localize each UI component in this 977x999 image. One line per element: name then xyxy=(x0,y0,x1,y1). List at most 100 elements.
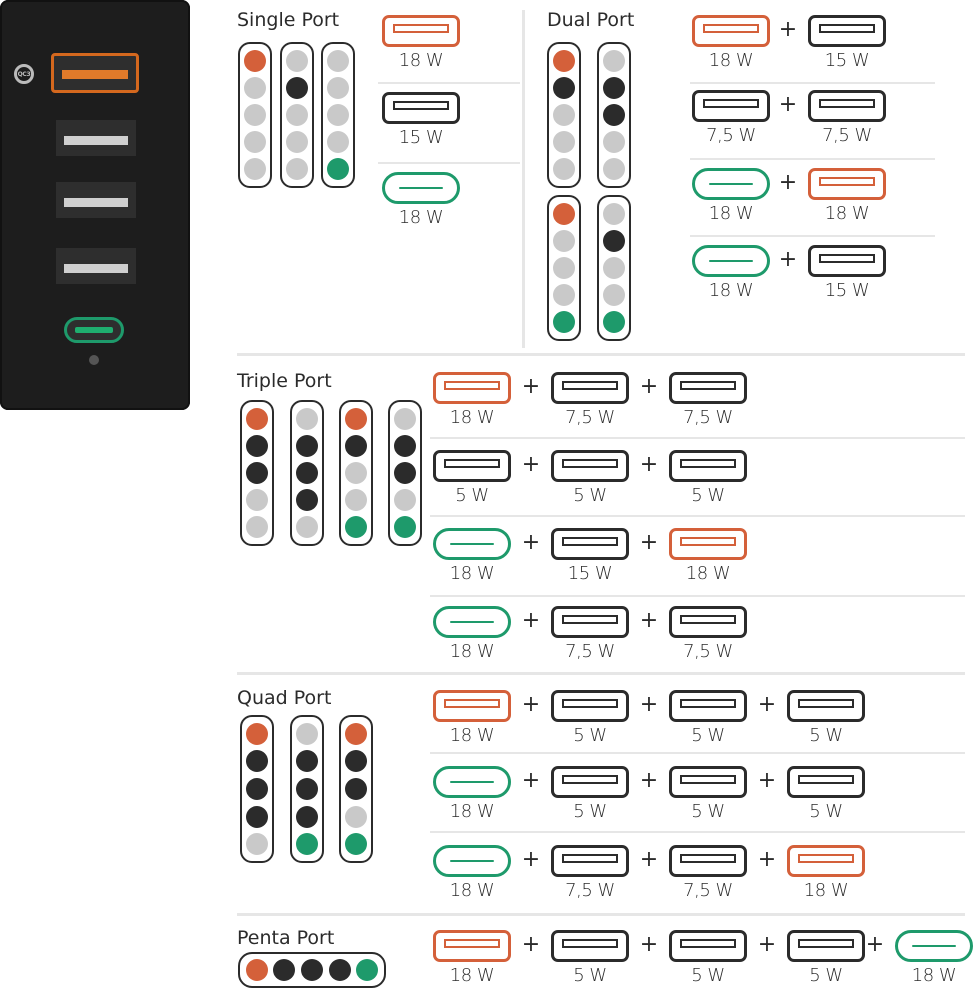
row-divider xyxy=(378,162,520,164)
wattage-label: 18 W xyxy=(449,880,495,901)
led-black xyxy=(328,959,351,981)
wattage-label: 15 W xyxy=(567,563,613,584)
led-black xyxy=(603,229,625,252)
led-black xyxy=(603,76,625,99)
port-connector xyxy=(562,854,618,863)
led-gray xyxy=(286,103,308,126)
wattage-label: 5 W xyxy=(809,965,843,986)
wattage-label: 5 W xyxy=(809,725,843,746)
plus-sign: + xyxy=(639,374,659,399)
usb-a-black-icon xyxy=(551,528,629,560)
plus-sign: + xyxy=(521,374,541,399)
wattage-label: 5 W xyxy=(691,965,725,986)
wattage-label: 7,5 W xyxy=(706,125,756,146)
plus-sign: + xyxy=(521,530,541,555)
led-gray xyxy=(244,158,266,181)
led-gray xyxy=(327,76,349,99)
charger-device: QC3 xyxy=(0,0,190,410)
port-connector xyxy=(680,459,736,468)
led-black xyxy=(296,777,318,800)
plus-sign: + xyxy=(521,452,541,477)
led-indicator-column xyxy=(339,715,373,863)
led-orange xyxy=(246,407,268,430)
usb-c-green-icon xyxy=(433,528,511,560)
led-green xyxy=(296,833,318,856)
charger-usb-a-port xyxy=(56,120,136,156)
wattage-label: 15 W xyxy=(398,127,444,148)
led-indicator-column xyxy=(597,195,631,341)
wattage-label: 18 W xyxy=(824,203,870,224)
wattage-label: 7,5 W xyxy=(683,407,733,428)
plus-sign: + xyxy=(639,768,659,793)
led-gray xyxy=(345,461,367,484)
led-gray xyxy=(553,229,575,252)
plus-sign: + xyxy=(757,768,777,793)
led-black xyxy=(300,959,323,981)
charger-usb-a-port xyxy=(56,182,136,218)
led-indicator-column xyxy=(597,42,631,188)
usb-c-green-icon xyxy=(692,245,770,277)
led-gray xyxy=(345,489,367,512)
port-connector xyxy=(680,939,736,948)
usb-c-green-icon xyxy=(433,845,511,877)
usb-a-orange-icon xyxy=(787,845,865,877)
port-connector xyxy=(680,854,736,863)
wattage-label: 5 W xyxy=(691,725,725,746)
wattage-label: 18 W xyxy=(449,965,495,986)
wattage-label: 5 W xyxy=(573,965,607,986)
wattage-label: 5 W xyxy=(691,485,725,506)
led-green xyxy=(356,959,379,981)
led-black xyxy=(296,434,318,457)
usb-a-black-icon xyxy=(787,930,865,962)
section-title: Quad Port xyxy=(237,687,332,709)
section-title: Penta Port xyxy=(237,927,335,949)
led-gray xyxy=(553,103,575,126)
usb-a-black-icon xyxy=(433,450,511,482)
led-black xyxy=(273,959,296,981)
port-connector xyxy=(680,615,736,624)
charger-usb-c-port xyxy=(64,317,124,343)
usb-a-black-icon xyxy=(692,90,770,122)
led-gray xyxy=(246,516,268,539)
usb-a-black-icon xyxy=(551,930,629,962)
led-indicator-column xyxy=(280,42,314,188)
usb-a-black-icon xyxy=(808,245,886,277)
wattage-label: 18 W xyxy=(911,965,957,986)
led-gray xyxy=(244,131,266,154)
led-indicator-row xyxy=(238,952,386,988)
section-title: Dual Port xyxy=(547,9,635,31)
section-divider xyxy=(237,672,965,675)
led-black xyxy=(296,489,318,512)
section-divider xyxy=(237,353,965,356)
led-green xyxy=(603,311,625,334)
led-black xyxy=(296,461,318,484)
led-gray xyxy=(394,407,416,430)
wattage-label: 5 W xyxy=(691,801,725,822)
wattage-label: 5 W xyxy=(573,485,607,506)
plus-sign: + xyxy=(521,932,541,957)
usb-a-orange-icon xyxy=(808,168,886,200)
usb-a-black-icon xyxy=(551,766,629,798)
usb-a-orange-icon xyxy=(433,372,511,404)
led-indicator-column xyxy=(290,400,324,546)
plus-sign: + xyxy=(521,608,541,633)
led-black xyxy=(246,805,268,828)
row-divider xyxy=(430,437,965,439)
charger-usb-a-port-orange xyxy=(51,53,139,93)
wattage-label: 15 W xyxy=(824,50,870,71)
led-black xyxy=(246,434,268,457)
led-black xyxy=(553,76,575,99)
usb-c-green-icon xyxy=(382,172,460,204)
row-divider xyxy=(690,158,935,160)
row-divider xyxy=(690,235,935,237)
led-green xyxy=(345,833,367,856)
usb-a-black-icon xyxy=(787,690,865,722)
port-connector xyxy=(680,699,736,708)
led-orange xyxy=(553,202,575,225)
usb-a-black-icon xyxy=(808,15,886,47)
usb-a-black-icon xyxy=(551,450,629,482)
led-indicator-column xyxy=(339,400,373,546)
led-gray xyxy=(603,202,625,225)
led-gray xyxy=(603,284,625,307)
wattage-label: 18 W xyxy=(449,801,495,822)
